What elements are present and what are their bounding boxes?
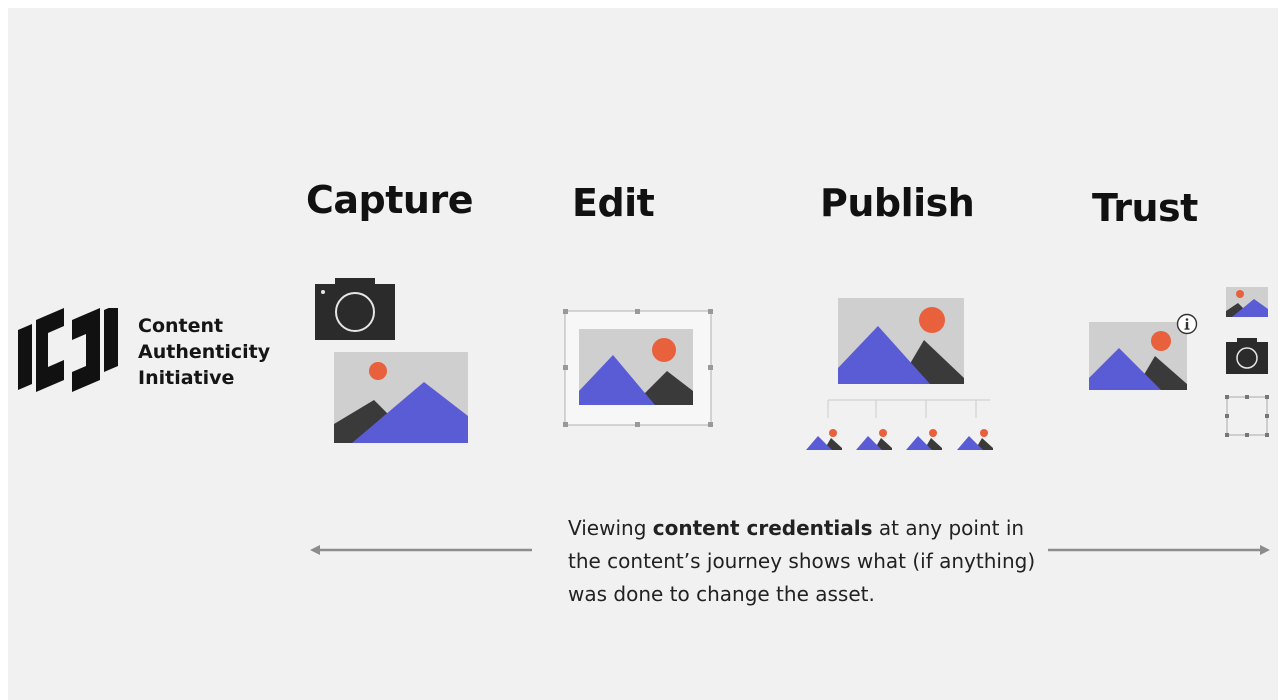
image-icon bbox=[806, 426, 842, 452]
stage-title-publish: Publish bbox=[820, 181, 975, 225]
image-icon bbox=[838, 298, 964, 384]
stage-title-edit: Edit bbox=[572, 181, 655, 225]
stage-title-capture: Capture bbox=[306, 178, 473, 222]
info-icon[interactable] bbox=[1176, 313, 1198, 335]
arrow-right-icon bbox=[1046, 543, 1270, 557]
caption-rest: at any point in the content’s journey sh… bbox=[568, 516, 1036, 606]
crop-frame-icon bbox=[563, 309, 713, 427]
camera-icon bbox=[1226, 338, 1268, 374]
image-icon bbox=[334, 352, 468, 443]
image-icon bbox=[1226, 287, 1268, 317]
caption-lead: Viewing bbox=[568, 516, 653, 540]
logo-line-2: Authenticity bbox=[138, 341, 271, 363]
logo-line-3: Initiative bbox=[138, 367, 235, 389]
arrow-left-icon bbox=[310, 543, 534, 557]
logo-line-1: Content bbox=[138, 315, 224, 337]
cai-logo-icon bbox=[18, 308, 118, 392]
crop-frame-icon bbox=[1225, 395, 1269, 437]
image-icon bbox=[906, 426, 942, 452]
image-icon bbox=[856, 426, 892, 452]
caption-text: Viewing content credentials at any point… bbox=[568, 512, 1038, 611]
image-icon bbox=[957, 426, 993, 452]
cai-logo-text: Content Authenticity Initiative bbox=[138, 313, 270, 391]
distribution-lines bbox=[820, 388, 1000, 418]
camera-icon bbox=[315, 278, 395, 340]
caption-bold: content credentials bbox=[652, 516, 873, 540]
image-icon bbox=[1089, 322, 1187, 390]
stage-title-trust: Trust bbox=[1092, 186, 1198, 230]
